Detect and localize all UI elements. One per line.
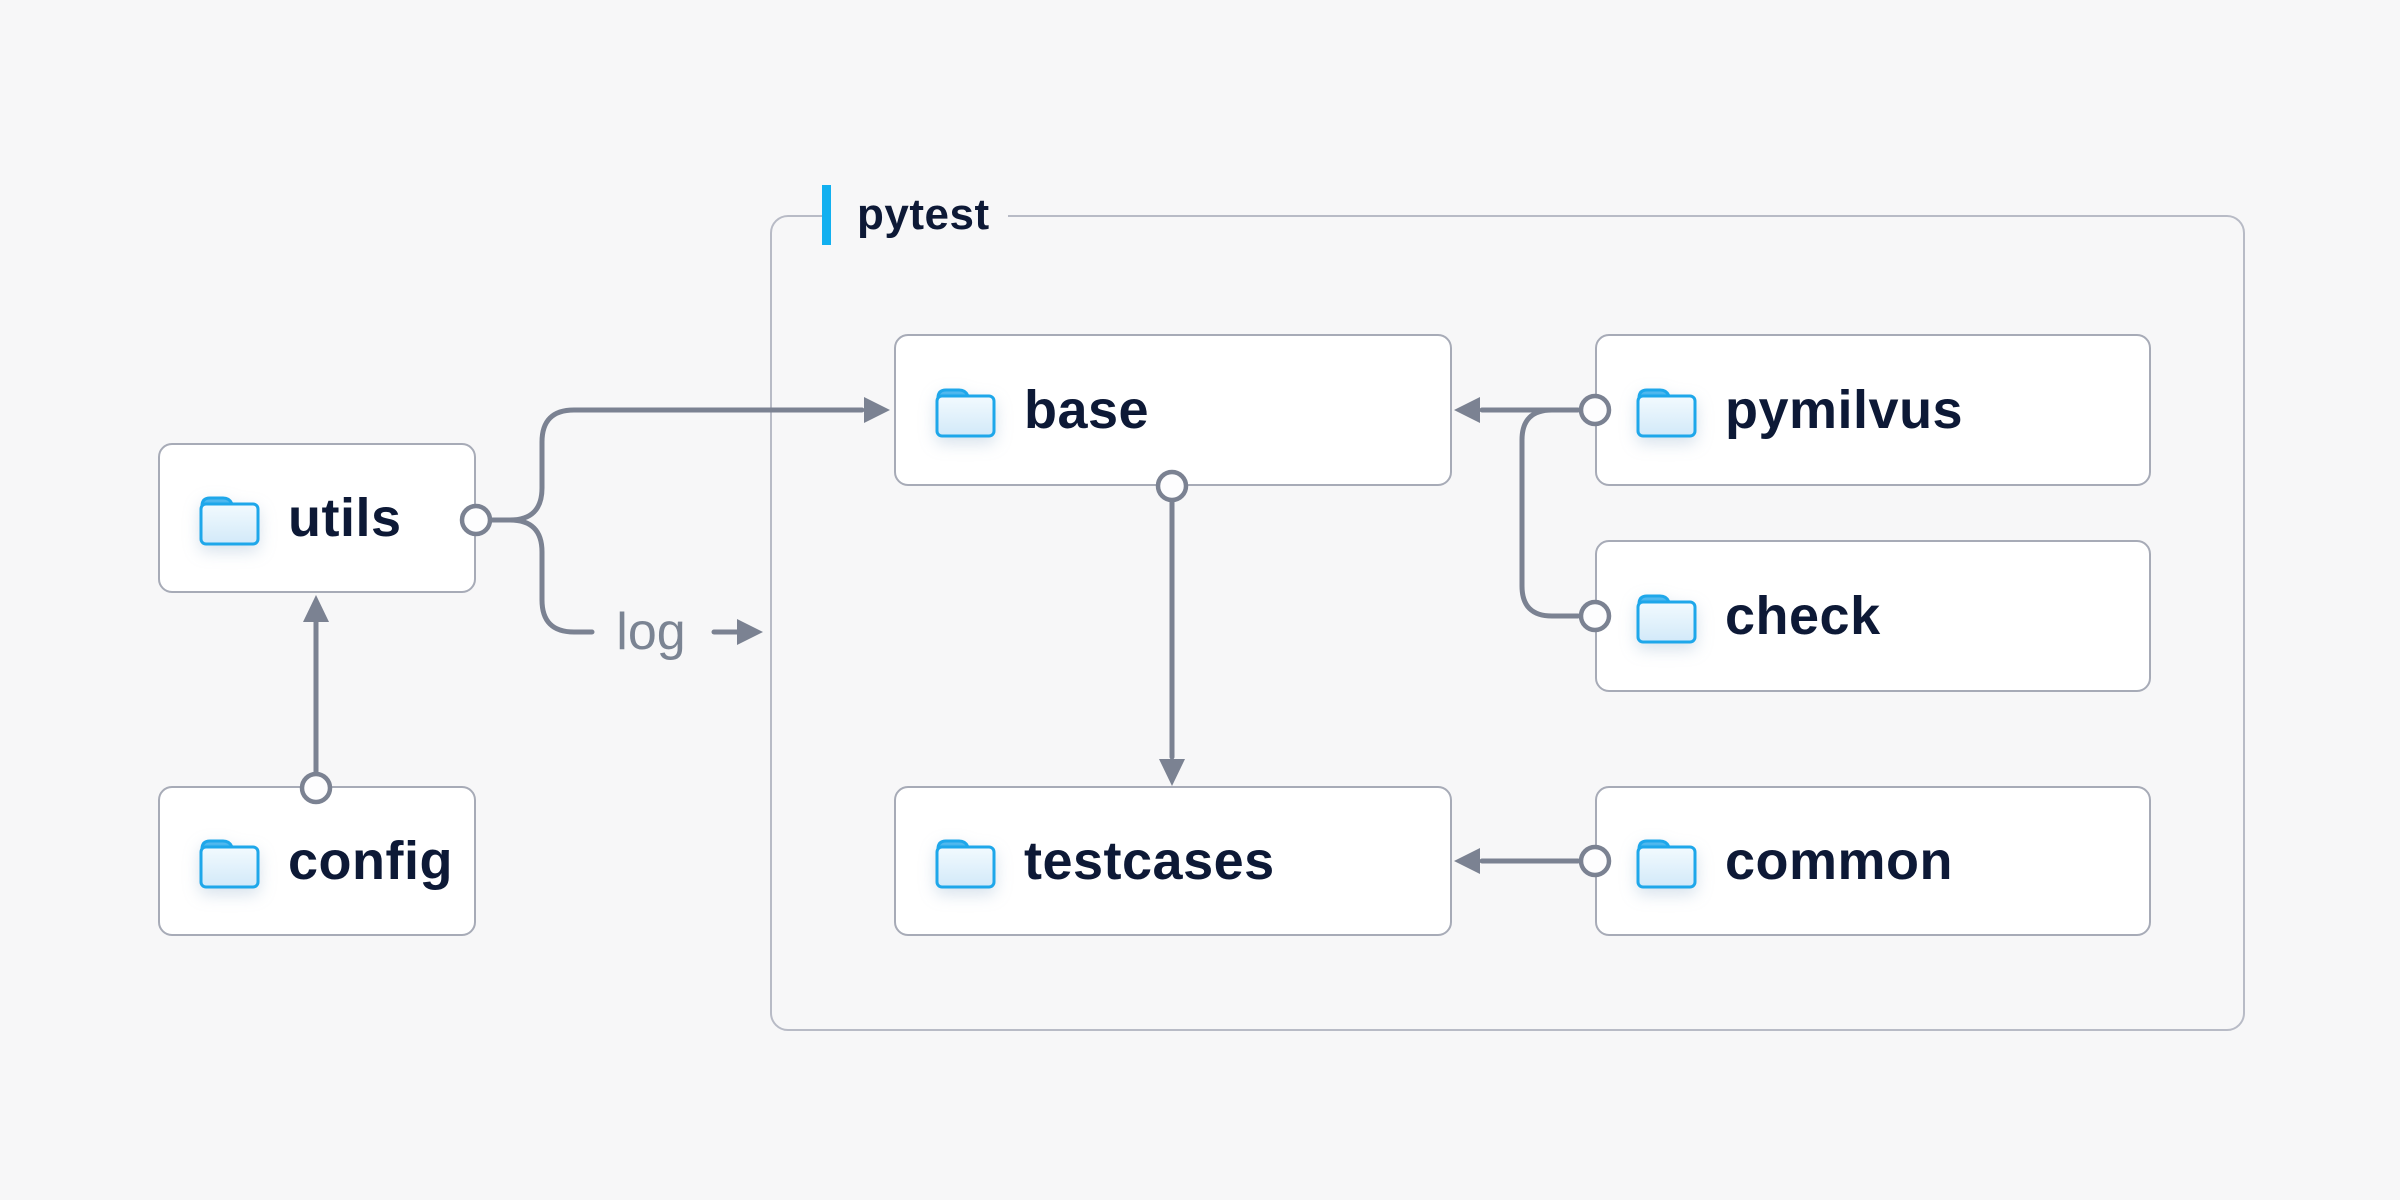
folder-icon	[199, 839, 260, 889]
node-common: common	[1595, 786, 2151, 936]
pytest-group-label: pytest	[822, 184, 1008, 246]
folder-icon	[1636, 388, 1697, 438]
node-label-common: common	[1725, 831, 1954, 891]
node-config: config	[158, 786, 476, 936]
group-label-text: pytest	[857, 190, 990, 239]
node-label-config: config	[288, 831, 453, 891]
pytest-group-container	[770, 215, 2245, 1031]
edge-utils-log	[487, 517, 595, 635]
arrowhead-config-utils	[303, 595, 329, 622]
folder-icon	[935, 839, 996, 889]
node-utils: utils	[158, 443, 476, 593]
edge-label-log: log	[616, 603, 686, 661]
folder-icon	[935, 388, 996, 438]
folder-icon	[1636, 594, 1697, 644]
accent-bar-icon	[822, 185, 831, 245]
node-check: check	[1595, 540, 2151, 692]
node-label-pymilvus: pymilvus	[1725, 380, 1964, 440]
node-base: base	[894, 334, 1452, 486]
node-pymilvus: pymilvus	[1595, 334, 2151, 486]
node-testcases: testcases	[894, 786, 1452, 936]
node-label-utils: utils	[288, 488, 402, 548]
folder-icon	[199, 496, 260, 546]
arrowhead-log	[737, 619, 763, 645]
node-label-check: check	[1725, 586, 1881, 646]
node-label-testcases: testcases	[1024, 831, 1275, 891]
folder-icon	[1636, 839, 1697, 889]
node-label-base: base	[1024, 380, 1150, 440]
